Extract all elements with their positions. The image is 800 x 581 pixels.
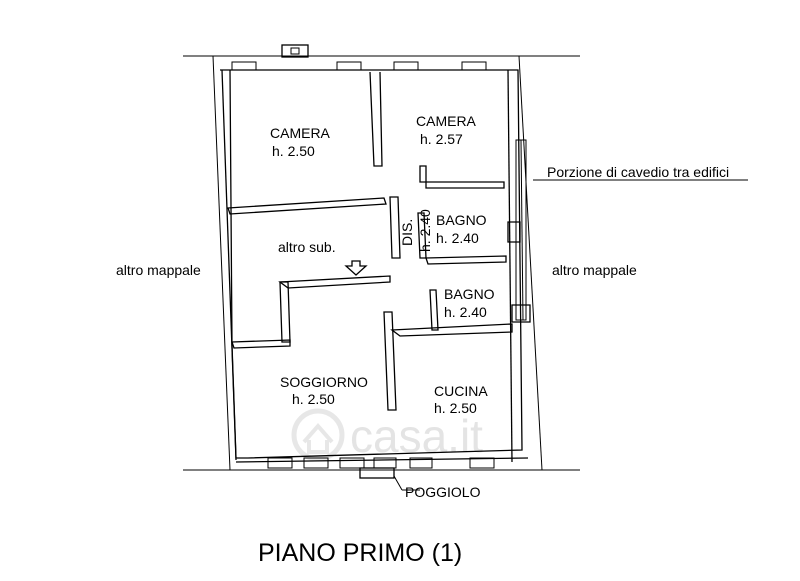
altro-mappale-right: altro mappale <box>552 262 637 278</box>
camera-left-name: CAMERA <box>270 125 331 141</box>
altro-mappale-left: altro mappale <box>116 262 201 278</box>
cavedio-strip <box>515 139 527 321</box>
altro-sub-label: altro sub. <box>278 239 336 255</box>
dis-height: h. 2.40 <box>417 209 433 252</box>
camera-right-name: CAMERA <box>416 113 477 129</box>
bottom-windows <box>267 457 495 469</box>
top-windows <box>231 61 487 71</box>
boundary-lines <box>183 55 748 471</box>
cavedio-label: Porzione di cavedio tra edifici <box>547 164 729 180</box>
soggiorno-name: SOGGIORNO <box>280 374 368 390</box>
dis-name: DIS. <box>399 219 415 246</box>
bagno-lower-height: h. 2.40 <box>444 304 487 320</box>
bagno-lower-name: BAGNO <box>444 286 495 302</box>
bagno-upper-name: BAGNO <box>436 212 487 228</box>
chimney <box>281 44 309 58</box>
cucina-name: CUCINA <box>434 383 488 399</box>
watermark-house-icon <box>291 408 345 462</box>
interior-walls <box>227 71 531 411</box>
poggiolo-balcony <box>359 467 395 479</box>
plan-title: PIANO PRIMO (1) <box>258 539 462 567</box>
soggiorno-height: h. 2.50 <box>292 391 335 407</box>
camera-left-height: h. 2.50 <box>272 143 315 159</box>
poggiolo-label: POGGIOLO <box>405 484 481 500</box>
entrance-arrow-icon <box>344 260 368 276</box>
outer-walls <box>220 69 529 463</box>
bagno-upper-height: h. 2.40 <box>436 230 479 246</box>
cucina-height: h. 2.50 <box>434 400 477 416</box>
camera-right-height: h. 2.57 <box>420 131 463 147</box>
